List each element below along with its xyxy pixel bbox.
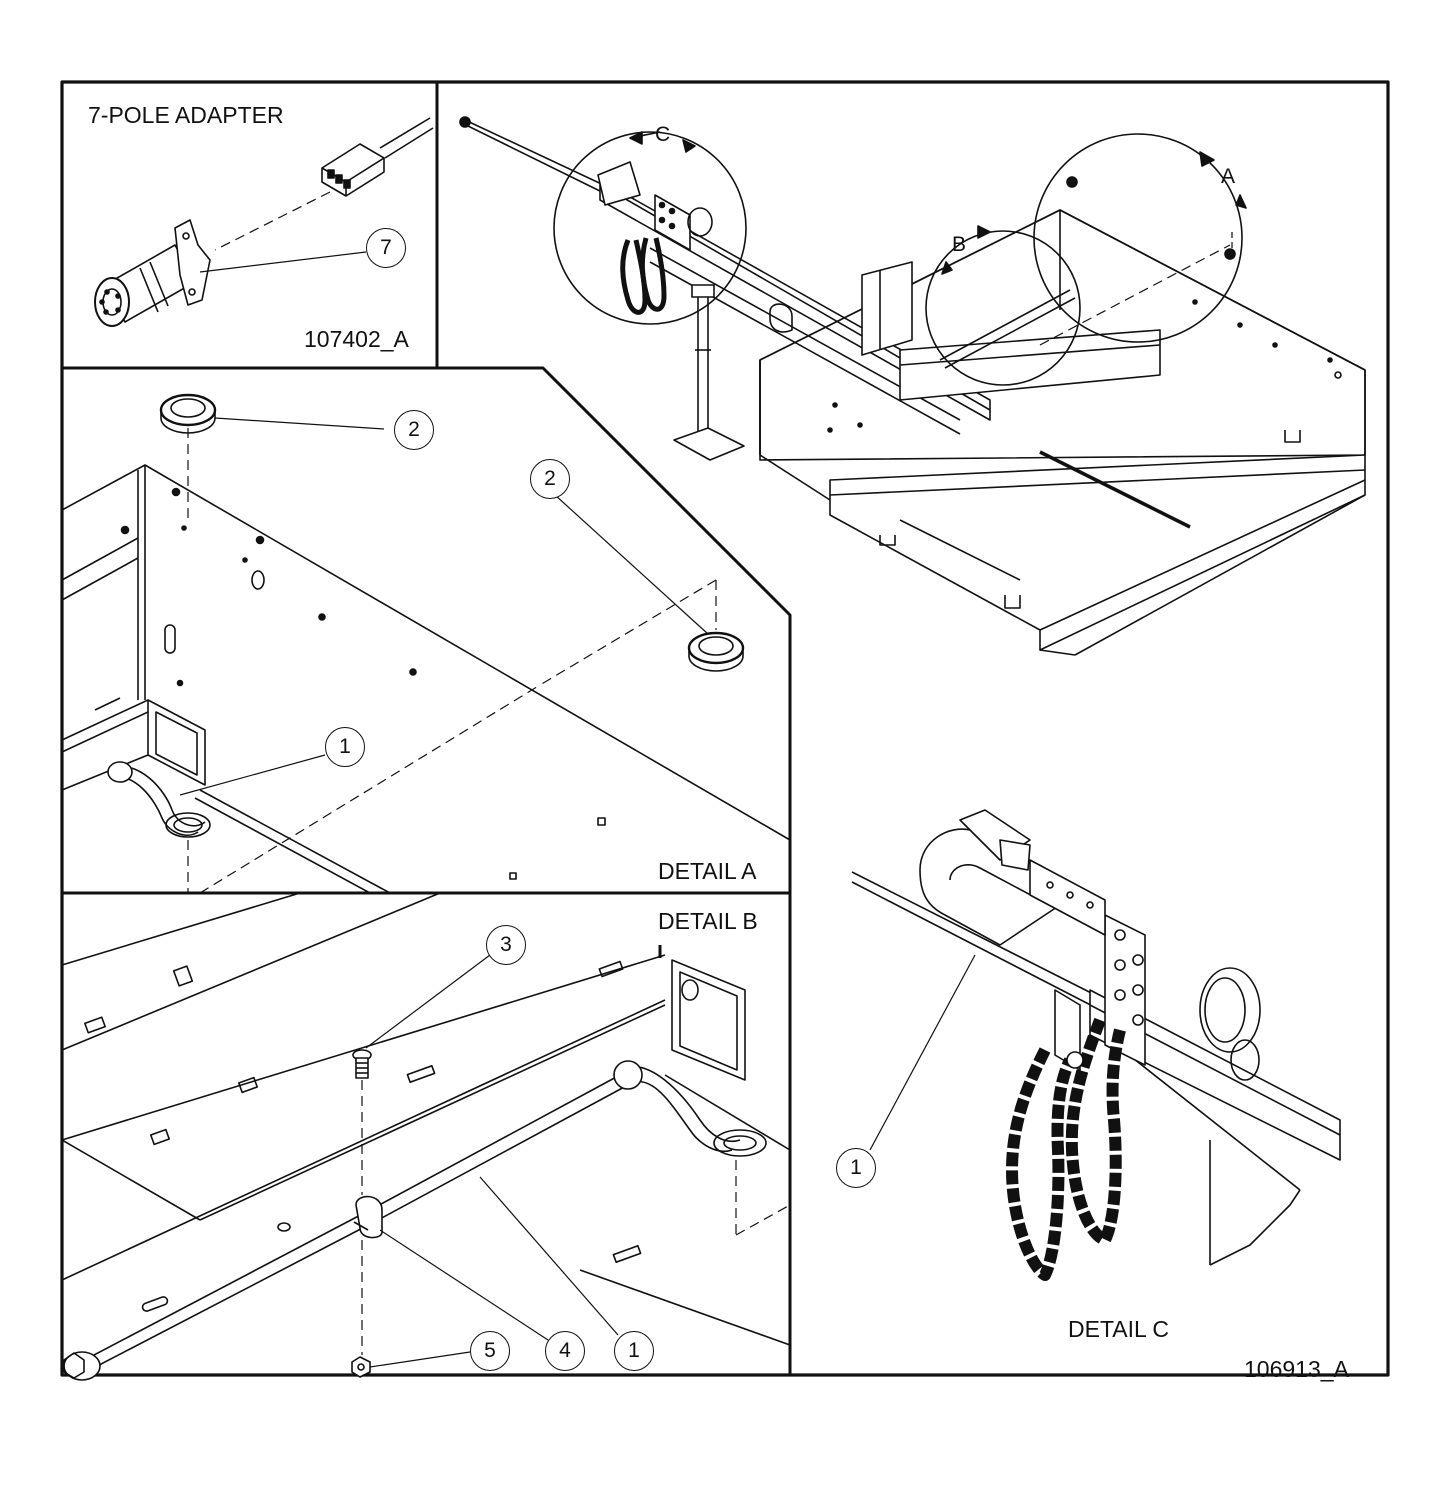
callout-detail-a-harness: 1 (325, 727, 365, 767)
main-drawing-number: 106913_A (1244, 1356, 1349, 1382)
callout-detail-b-clamp: 4 (545, 1331, 585, 1371)
callout-detail-b-harness: 1 (614, 1331, 654, 1371)
detail-a-label: DETAIL A (658, 858, 757, 884)
view-marker-b: B (952, 233, 967, 256)
adapter-illustration (94, 117, 434, 327)
detail-c-illustration (851, 809, 1341, 1281)
callout-detail-b-nut: 5 (470, 1331, 510, 1371)
main-assembly-illustration (459, 116, 1366, 656)
detail-b-illustration (61, 892, 791, 1381)
view-marker-a: A (1221, 165, 1236, 188)
detail-c-label: DETAIL C (1068, 1316, 1169, 1342)
detail-a-illustration (61, 393, 791, 894)
callout-adapter-7: 7 (366, 228, 406, 268)
drawing-frame (60, 80, 1390, 1377)
callout-detail-c-harness: 1 (836, 1148, 876, 1188)
adapter-drawing-number: 107402_A (304, 326, 409, 352)
callout-detail-a-grommet-top: 2 (394, 410, 434, 450)
view-marker-c: C (655, 123, 671, 146)
detail-b-label: DETAIL B (658, 908, 758, 934)
callout-detail-b-bolt: 3 (486, 925, 526, 965)
callout-detail-a-grommet-right: 2 (530, 459, 570, 499)
adapter-panel-title: 7-POLE ADAPTER (88, 102, 284, 128)
